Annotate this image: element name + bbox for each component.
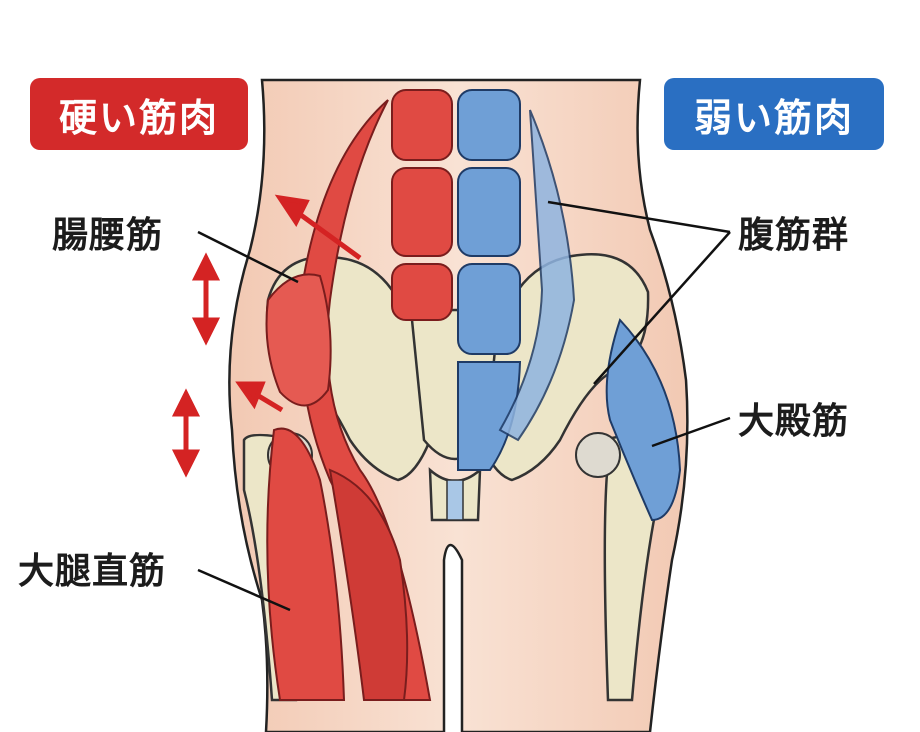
label-abdominals: 腹筋群 bbox=[738, 215, 850, 256]
stiff-muscles bbox=[265, 89, 453, 701]
label-gluteus-maximus: 大殿筋 bbox=[738, 401, 850, 442]
leader-lines bbox=[197, 200, 731, 612]
stiff-muscles-badge: 硬い筋肉 bbox=[30, 78, 248, 150]
right-hip-joint bbox=[575, 432, 621, 478]
pubic-symphysis bbox=[446, 479, 464, 521]
label-iliopsoas: 腸腰筋 bbox=[52, 215, 164, 256]
weak-muscles bbox=[457, 89, 682, 522]
weak-muscles-badge: 弱い筋肉 bbox=[664, 78, 884, 150]
label-rectus-femoris: 大腿直筋 bbox=[18, 551, 167, 592]
tension-arrows bbox=[171, 194, 362, 478]
